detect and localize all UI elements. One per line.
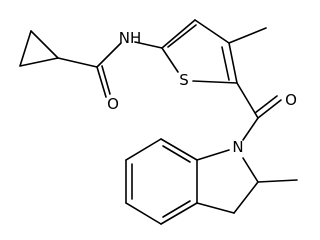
bond <box>242 157 259 183</box>
bond <box>160 138 198 161</box>
amide-nitrogen-label: NH <box>119 29 142 47</box>
bond <box>196 202 235 214</box>
indoline-nitrogen-label: N <box>232 138 243 156</box>
benzene-ring <box>125 138 198 225</box>
bond <box>161 47 179 73</box>
bond <box>194 19 230 44</box>
bond <box>19 57 59 67</box>
bond <box>101 65 111 95</box>
bond <box>254 95 278 114</box>
bond <box>221 46 230 81</box>
bond <box>57 57 98 68</box>
indoline-pyrroline-ring <box>196 149 259 214</box>
thiophene-sulfur-label: S <box>179 71 189 89</box>
bond <box>19 30 32 67</box>
ketone-carbonyl <box>254 95 282 119</box>
bond <box>192 80 238 84</box>
bond <box>160 202 198 225</box>
bond <box>162 200 191 218</box>
bond <box>228 27 267 44</box>
thiophene-ring <box>161 19 238 84</box>
bond <box>242 117 259 141</box>
bond <box>96 66 107 98</box>
bond <box>196 149 230 161</box>
bond <box>30 30 59 59</box>
bond <box>161 19 196 49</box>
bond <box>257 179 298 183</box>
bond <box>228 42 238 84</box>
bond <box>257 99 282 119</box>
bond <box>233 181 259 214</box>
ketone-oxygen-label: O <box>285 91 297 109</box>
bond <box>134 41 163 49</box>
bond <box>125 138 162 161</box>
bond <box>125 202 162 225</box>
amide-oxygen-label: O <box>107 95 119 113</box>
cyclopropyl-group <box>19 30 59 67</box>
bond <box>236 82 259 119</box>
bond <box>96 42 122 68</box>
amide-carbonyl <box>96 65 111 98</box>
bond <box>167 24 197 48</box>
bond <box>162 145 191 163</box>
